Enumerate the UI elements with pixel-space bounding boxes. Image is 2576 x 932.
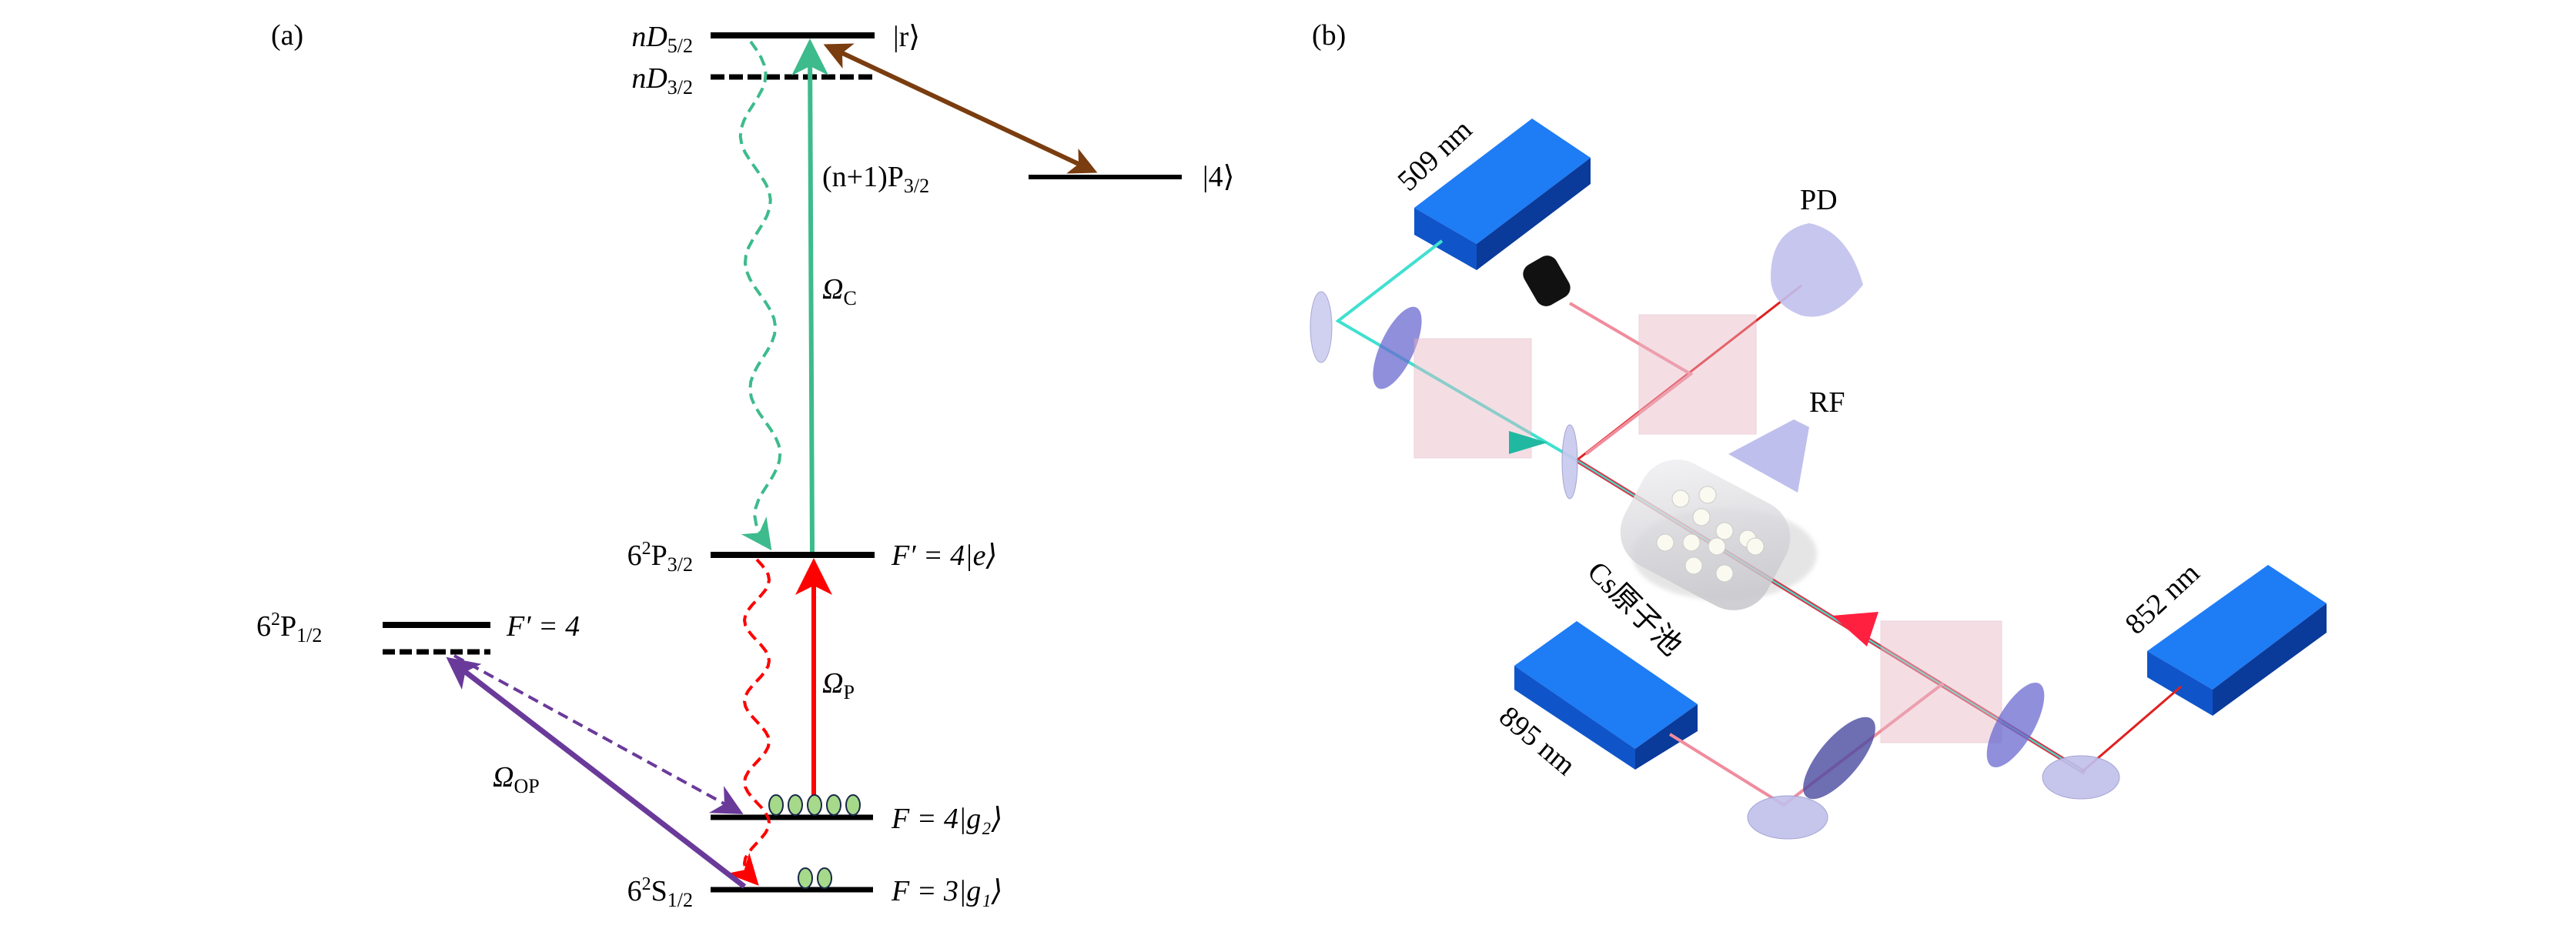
cs-atom [1715, 522, 1734, 540]
waveplate-1 [1373, 306, 1422, 389]
decay-wavy-arrow-red [726, 558, 771, 886]
cs-atom [1671, 489, 1690, 508]
coupling-beam [1335, 239, 1578, 462]
label-state-4: |4⟩ [1203, 161, 1234, 193]
pump-decay-dashed-arrow [453, 654, 744, 814]
label-state-r: |r⟩ [893, 21, 920, 53]
laser-509-box [1414, 119, 1591, 270]
dichroic-mirror [1561, 424, 1578, 499]
label-nD52: nD5/2 [631, 21, 693, 57]
coupling-arrow [791, 38, 829, 553]
cs-atom [1698, 486, 1717, 504]
pbs-cube-2 [1638, 314, 1757, 435]
cell-atoms [1656, 486, 1765, 583]
cs-vapor-cell [1620, 459, 1791, 610]
label-state-e: F′ = 4|e⟩ [891, 539, 997, 572]
atom [826, 794, 841, 816]
label-nP32: (n+1)P3/2 [822, 161, 929, 197]
label-6P12: 62P1/2 [256, 610, 322, 646]
atom [798, 867, 813, 889]
energy-level-diagram: (a) nD5/2 |r⟩ nD3/2 (n+1)P3/2 |4⟩ 62P3/2… [256, 19, 1234, 911]
rf-transition-arrow [823, 43, 1098, 174]
atom [788, 794, 803, 816]
label-nD32: nD3/2 [631, 62, 693, 99]
atom [817, 867, 832, 889]
cone-lens-cyan [1509, 431, 1547, 454]
cs-atom [1656, 533, 1674, 552]
cs-atom [1684, 556, 1703, 575]
atoms-g2 [768, 794, 861, 816]
pump-beam-return [1568, 302, 1694, 456]
label-6P12-F: F′ = 4 [506, 610, 580, 643]
label-state-g1: F = 3|g₁⟩ [891, 875, 1002, 907]
laser-852-box [2147, 565, 2327, 716]
decay-wavy-arrow-green [738, 40, 782, 551]
laser-895-box [1514, 621, 1698, 770]
label-6P32: 62P3/2 [627, 539, 693, 576]
optical-pump-arrow [446, 656, 747, 889]
cs-atom [1708, 537, 1726, 556]
mirror-2 [1747, 795, 1828, 840]
label-state-g2: F = 4|g₂⟩ [891, 803, 1002, 835]
mirror-3 [2042, 755, 2120, 800]
label-rf: RF [1809, 386, 1845, 419]
label-omega-op: ΩOP [493, 761, 540, 797]
rf-horn-antenna [1728, 419, 1809, 493]
cone-lens-red [1832, 612, 1878, 646]
atom [768, 794, 784, 816]
label-omega-p: ΩP [822, 667, 855, 703]
cs-atom [1682, 533, 1701, 552]
cs-atom [1715, 564, 1734, 583]
photodetector [1771, 223, 1863, 317]
atoms-g1 [798, 867, 832, 889]
experimental-setup: (b) [1310, 19, 2327, 840]
waveplate-3 [1986, 682, 2045, 768]
label-pd: PD [1800, 184, 1838, 216]
waveplate-2 [1803, 717, 1875, 800]
panel-b-label: (b) [1312, 19, 1346, 52]
cs-atom [1692, 508, 1711, 526]
label-6S12: 62S1/2 [627, 874, 693, 911]
pbs-cube-3 [1880, 620, 2002, 743]
beam-dump [1523, 256, 1571, 306]
panel-a-label: (a) [271, 19, 303, 52]
cs-atom [1746, 537, 1765, 556]
atom [807, 794, 822, 816]
mirror-1 [1310, 291, 1333, 363]
atom [845, 794, 861, 816]
label-omega-c: ΩC [822, 273, 857, 309]
